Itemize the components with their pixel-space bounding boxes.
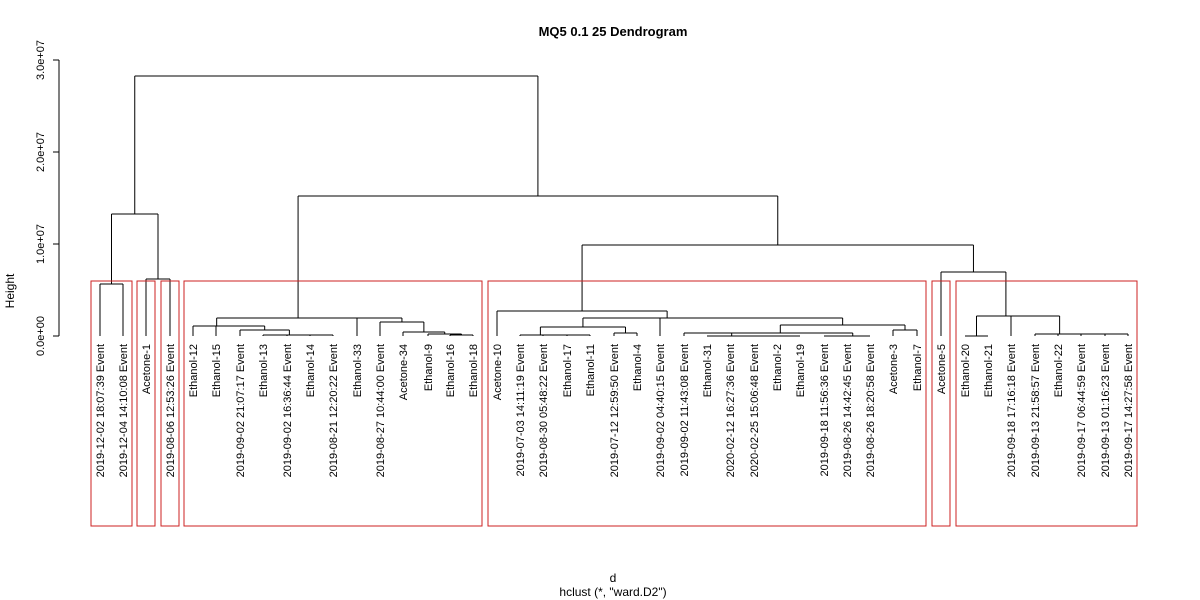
leaf-label-43: 2019-09-13 01:16:23 Event	[1100, 344, 1112, 477]
leaf-labels: 2019-12-02 18:07:39 Event 2019-12-04 14:1…	[95, 344, 1135, 477]
cluster-box-4	[487, 280, 927, 527]
y-axis: 0.0e+00 1.0e+07 2.0e+07 3.0e+07	[35, 40, 60, 356]
leaf-label-12: 2019-08-27 10:44:00 Event	[375, 344, 387, 477]
leaf-label-22: 2019-07-12 12:59:50 Event	[609, 344, 621, 477]
leaf-label-6: 2019-09-02 21:07:17 Event	[235, 344, 247, 477]
leaf-label-18: 2019-07-03 14:11:19 Event	[515, 344, 527, 477]
leaf-label-42: 2019-09-17 06:44:59 Event	[1076, 344, 1088, 477]
leaf-label-31: 2019-09-18 11:56:36 Event	[819, 344, 831, 477]
leaf-label-26: Ethanol-31	[702, 344, 714, 397]
cluster-box-5	[931, 280, 951, 527]
cluster-box-2	[160, 280, 180, 527]
cluster-box-6	[955, 280, 1138, 527]
leaf-label-29: Ethanol-2	[772, 344, 784, 391]
leaf-label-27: 2020-02-12 16:27:36 Event	[725, 344, 737, 477]
leaf-label-38: Ethanol-21	[983, 344, 995, 397]
leaf-label-37: Ethanol-20	[960, 344, 972, 397]
y-tick-label-3: 3.0e+07	[35, 40, 47, 80]
leaf-label-35: Ethanol-7	[912, 344, 924, 391]
leaf-label-21: Ethanol-11	[585, 344, 597, 396]
leaf-label-23: Ethanol-4	[632, 344, 644, 391]
leaf-label-40: 2019-09-13 21:58:57 Event	[1030, 344, 1042, 477]
leaf-label-14: Ethanol-9	[423, 344, 435, 391]
method-subtitle: hclust (*, "ward.D2")	[559, 585, 666, 599]
cluster-box-0	[90, 280, 133, 527]
x-axis-label: d	[610, 571, 617, 585]
chart-title: MQ5 0.1 25 Dendrogram	[539, 24, 688, 39]
leaf-label-7: Ethanol-13	[258, 344, 270, 397]
cluster-box-3	[183, 280, 483, 527]
leaf-label-17: Acetone-10	[492, 344, 504, 400]
leaf-label-24: 2019-09-02 04:40:15 Event	[655, 344, 667, 477]
leaf-label-2: Acetone-1	[141, 344, 153, 394]
leaf-label-34: Acetone-3	[888, 344, 900, 394]
leaf-label-10: 2019-08-21 12:20:22 Event	[328, 344, 340, 477]
leaf-label-15: Ethanol-16	[445, 344, 457, 397]
y-tick-label-1: 1.0e+07	[35, 224, 47, 264]
cluster-box-1	[136, 280, 156, 527]
leaf-label-41: Ethanol-22	[1053, 344, 1065, 397]
dendrogram-tree	[99, 75, 1129, 337]
leaf-label-0: 2019-12-02 18:07:39 Event	[95, 344, 107, 477]
leaf-label-39: 2019-09-18 17:16:18 Event	[1006, 344, 1018, 477]
leaf-label-16: Ethanol-18	[468, 344, 480, 397]
leaf-label-30: Ethanol-19	[795, 344, 807, 397]
y-axis-label: Height	[3, 273, 17, 308]
leaf-label-36: Acetone-5	[936, 344, 948, 394]
leaf-label-9: Ethanol-14	[305, 344, 317, 397]
leaf-label-33: 2019-08-26 18:20:58 Event	[865, 344, 877, 477]
leaf-label-5: Ethanol-15	[211, 344, 223, 397]
leaf-label-44: 2019-09-17 14:27:58 Event	[1123, 344, 1135, 477]
leaf-label-25: 2019-09-02 11:43:08 Event	[679, 344, 691, 477]
y-tick-label-2: 2.0e+07	[35, 132, 47, 172]
leaf-label-4: Ethanol-12	[188, 344, 200, 397]
leaf-label-8: 2019-09-02 16:36:44 Event	[282, 344, 294, 477]
leaf-label-32: 2019-08-26 14:42:45 Event	[842, 344, 854, 477]
leaf-label-3: 2019-08-06 12:53:26 Event	[165, 344, 177, 477]
leaf-label-13: Acetone-34	[398, 344, 410, 400]
leaf-label-11: Ethanol-33	[352, 344, 364, 397]
leaf-label-1: 2019-12-04 14:10:08 Event	[118, 344, 130, 477]
cluster-boxes	[90, 280, 1138, 527]
y-tick-label-0: 0.0e+00	[35, 316, 47, 356]
leaf-label-19: 2019-08-30 05:48:22 Event	[538, 344, 550, 477]
leaf-label-28: 2020-02-25 15:06:48 Event	[749, 344, 761, 477]
leaf-label-20: Ethanol-17	[562, 344, 574, 397]
